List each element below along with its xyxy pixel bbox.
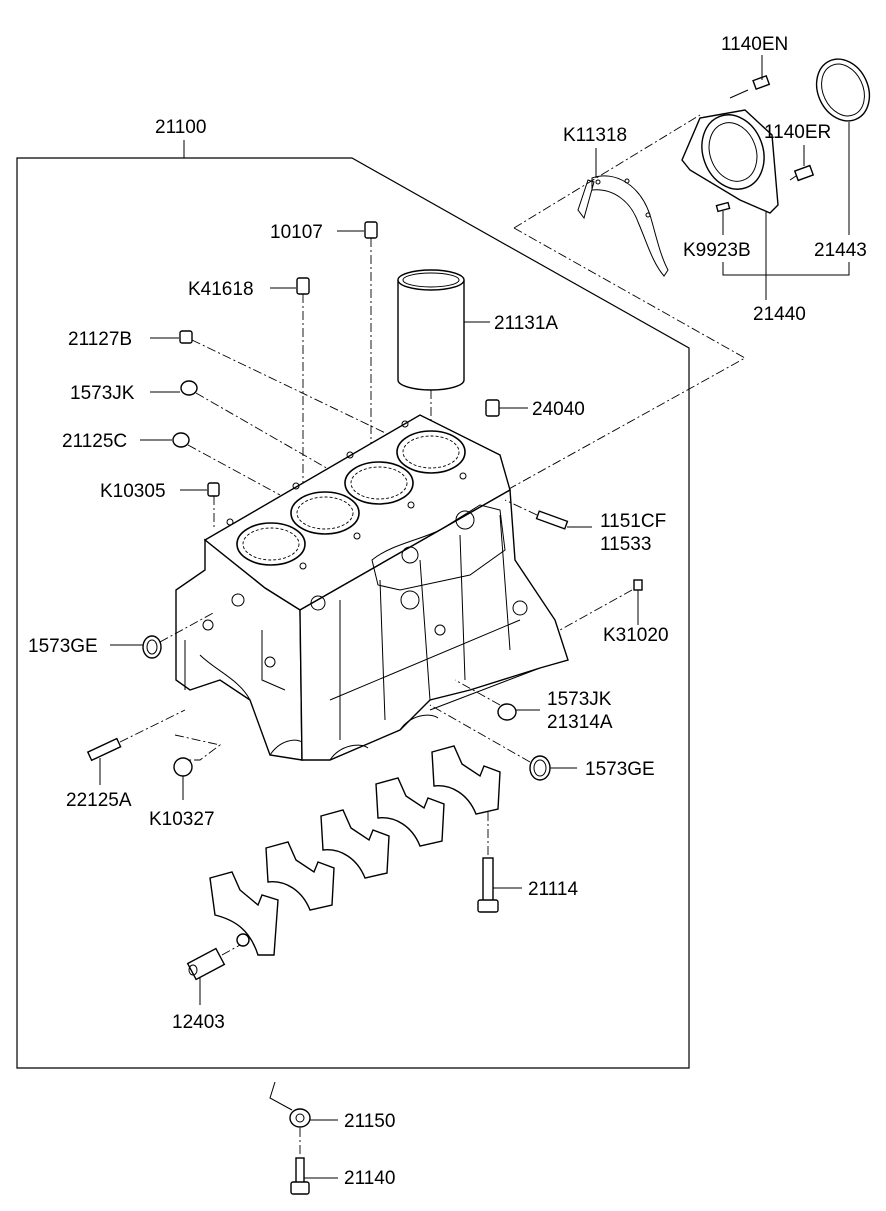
plug-21127B — [150, 330, 401, 441]
cylinder-block-21100 — [175, 414, 569, 761]
label-21140: 21140 — [344, 1168, 395, 1189]
label-24040: 24040 — [532, 399, 585, 420]
dowel-24040 — [485, 399, 528, 417]
label-1573JK-top: 1573JK — [70, 383, 135, 404]
bolt-1140ER — [789, 145, 815, 182]
label-21114: 21114 — [528, 879, 578, 900]
label-K10305: K10305 — [100, 481, 166, 502]
pin-K9923B — [715, 201, 731, 235]
bolt-1151CF — [504, 499, 592, 530]
plug-1573GE-left — [110, 611, 216, 659]
label-21100: 21100 — [155, 117, 206, 138]
label-1573GE-left: 1573GE — [28, 636, 98, 657]
plug-1573GE-right — [429, 704, 577, 781]
plug-K31020 — [559, 579, 643, 631]
plug-K10327 — [173, 734, 222, 800]
label-11533: 11533 — [600, 534, 651, 555]
label-21127B: 21127B — [68, 329, 132, 350]
part-labels: 21100 1140EN K11318 1140ER K9923B 21443 … — [28, 34, 867, 1189]
label-K9923B: K9923B — [683, 240, 751, 261]
label-1140ER: 1140ER — [764, 122, 831, 143]
bearing-cap-1 — [209, 871, 279, 956]
label-1573GE-right: 1573GE — [585, 759, 655, 780]
plug-1573JK-top — [150, 380, 331, 471]
cylinder-bores — [236, 430, 466, 566]
stud-22125A — [86, 709, 186, 785]
plug-12403 — [186, 944, 241, 1005]
cap-bolt-21114 — [477, 812, 522, 913]
gasket-K11318 — [577, 175, 669, 277]
label-K31020: K31020 — [603, 625, 669, 646]
bearing-cap-4 — [375, 777, 445, 847]
plug-21125C — [140, 432, 281, 496]
label-K11318: K11318 — [563, 125, 627, 146]
bearing-cap-5 — [431, 745, 501, 815]
label-21440: 21440 — [753, 304, 806, 325]
label-21150: 21150 — [344, 1111, 395, 1132]
label-10107: 10107 — [270, 222, 323, 243]
label-21443: 21443 — [814, 240, 867, 261]
bearing-cap-2 — [265, 841, 335, 911]
deck-bolt-holes — [226, 420, 467, 570]
main-bearing-caps — [209, 745, 501, 956]
label-1140EN: 1140EN — [721, 34, 788, 55]
assembly-boundary — [16, 140, 690, 1069]
plug-K10305 — [180, 482, 220, 530]
knock-sensor-21150 — [269, 1081, 338, 1155]
bearing-cap-3 — [320, 809, 390, 879]
plug-1573JK-right — [454, 679, 540, 721]
label-1573JK-right: 1573JK — [547, 689, 612, 710]
label-22125A: 22125A — [66, 790, 132, 811]
bolt-21140 — [290, 1157, 338, 1195]
bolt-1140EN — [729, 55, 771, 99]
oil-seal-ring-21443 — [815, 58, 871, 122]
label-21125C: 21125C — [62, 431, 127, 452]
rear-oil-seal-case — [681, 109, 779, 214]
label-1151CF: 1151CF — [600, 511, 666, 532]
label-21131A: 21131A — [494, 313, 558, 334]
label-21314A: 21314A — [547, 712, 613, 733]
label-12403: 12403 — [172, 1012, 225, 1033]
rear-seal-group — [479, 55, 871, 506]
label-K10327: K10327 — [149, 809, 215, 830]
label-K41618: K41618 — [188, 279, 254, 300]
